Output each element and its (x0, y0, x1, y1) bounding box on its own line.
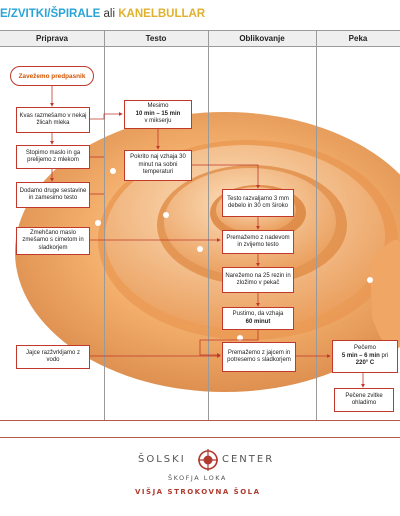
title-part-1: E/ZVITKI/ŠPIRALE (0, 8, 101, 20)
step-kvas: Kvas razmešamo v nekaj žlicah mleka (16, 107, 90, 133)
pecemo-connector: pri (379, 352, 389, 359)
mesimo-duration: 10 min – 15 min (135, 110, 181, 117)
step-maslo: Stopimo maslo in ga prelijemo z mlekom (16, 145, 90, 169)
step-pecemo: Pečemo 5 min – 6 min pri 220° C (332, 340, 398, 373)
mesimo-tool: v mikserju (144, 118, 172, 125)
step-premazemo-jajce: Premažemo z jajcem in potresemo s sladko… (222, 342, 296, 372)
step-zmehcano-maslo: Zmehčano maslo zmešamo s cimetom in slad… (16, 227, 90, 255)
title-connector: ali (100, 8, 119, 20)
lane-header-oblikovanje: Oblikovanje (208, 30, 316, 47)
title-part-2: KANELBULLAR (118, 8, 206, 20)
school-tagline: VIŠJA STROKOVNA ŠOLA (135, 488, 261, 496)
pecemo-time-temp: 5 min – 6 min pri (342, 353, 388, 361)
step-narezemo: Narežemo na 25 rezin in zložimo v pekač (222, 267, 294, 293)
page-title: E/ZVITKI/ŠPIRALE ali KANELBULLAR (0, 8, 205, 20)
step-premazemo-nadev: Premažemo z nadevom in zvijemo testo (222, 230, 294, 254)
pecemo-duration: 5 min – 6 min (341, 352, 380, 359)
start-node: Zavežemo predpasnik (10, 66, 94, 86)
step-mesimo: Mesimo 10 min – 15 min v mikserju (124, 100, 192, 129)
step-sestavine: Dodamo druge sestavine in zamesimo testo (16, 182, 90, 208)
lane-header-peka: Peka (316, 30, 400, 47)
pecemo-temperature: 220° C (355, 360, 375, 367)
step-pustimo: Pustimo, da vzhaja 60 minut (222, 307, 294, 330)
mesimo-text: Mesimo (147, 103, 169, 110)
cinnamon-roll-illustration (15, 112, 400, 392)
step-pokrito: Pokrito naj vzhaja 30 minut na sobni tem… (124, 150, 192, 181)
footer-rule (0, 437, 400, 438)
pecemo-text: Pečemo (353, 345, 376, 352)
step-razvaljamo: Testo razvaljamo 3 mm debelo in 30 cm ši… (222, 189, 294, 217)
school-city: ŠKOFJA LOKA (168, 474, 227, 482)
pustimo-text: Pustimo, da vzhaja (232, 311, 284, 317)
lane-divider (208, 30, 209, 420)
step-pecene: Pečene zvitke ohladimo (334, 388, 394, 412)
pustimo-duration: 60 minut (245, 318, 271, 325)
school-name-right: CENTER (222, 454, 275, 465)
step-jajce: Jajce razžvrkljamo z vodo (16, 345, 90, 369)
lane-divider (316, 30, 317, 420)
lane-header-priprava: Priprava (0, 30, 104, 47)
footer-rule (0, 420, 400, 421)
lane-divider (104, 30, 105, 420)
lane-header-testo: Testo (104, 30, 208, 47)
school-crest-icon (198, 449, 218, 471)
school-name-left: ŠOLSKI (138, 454, 186, 465)
